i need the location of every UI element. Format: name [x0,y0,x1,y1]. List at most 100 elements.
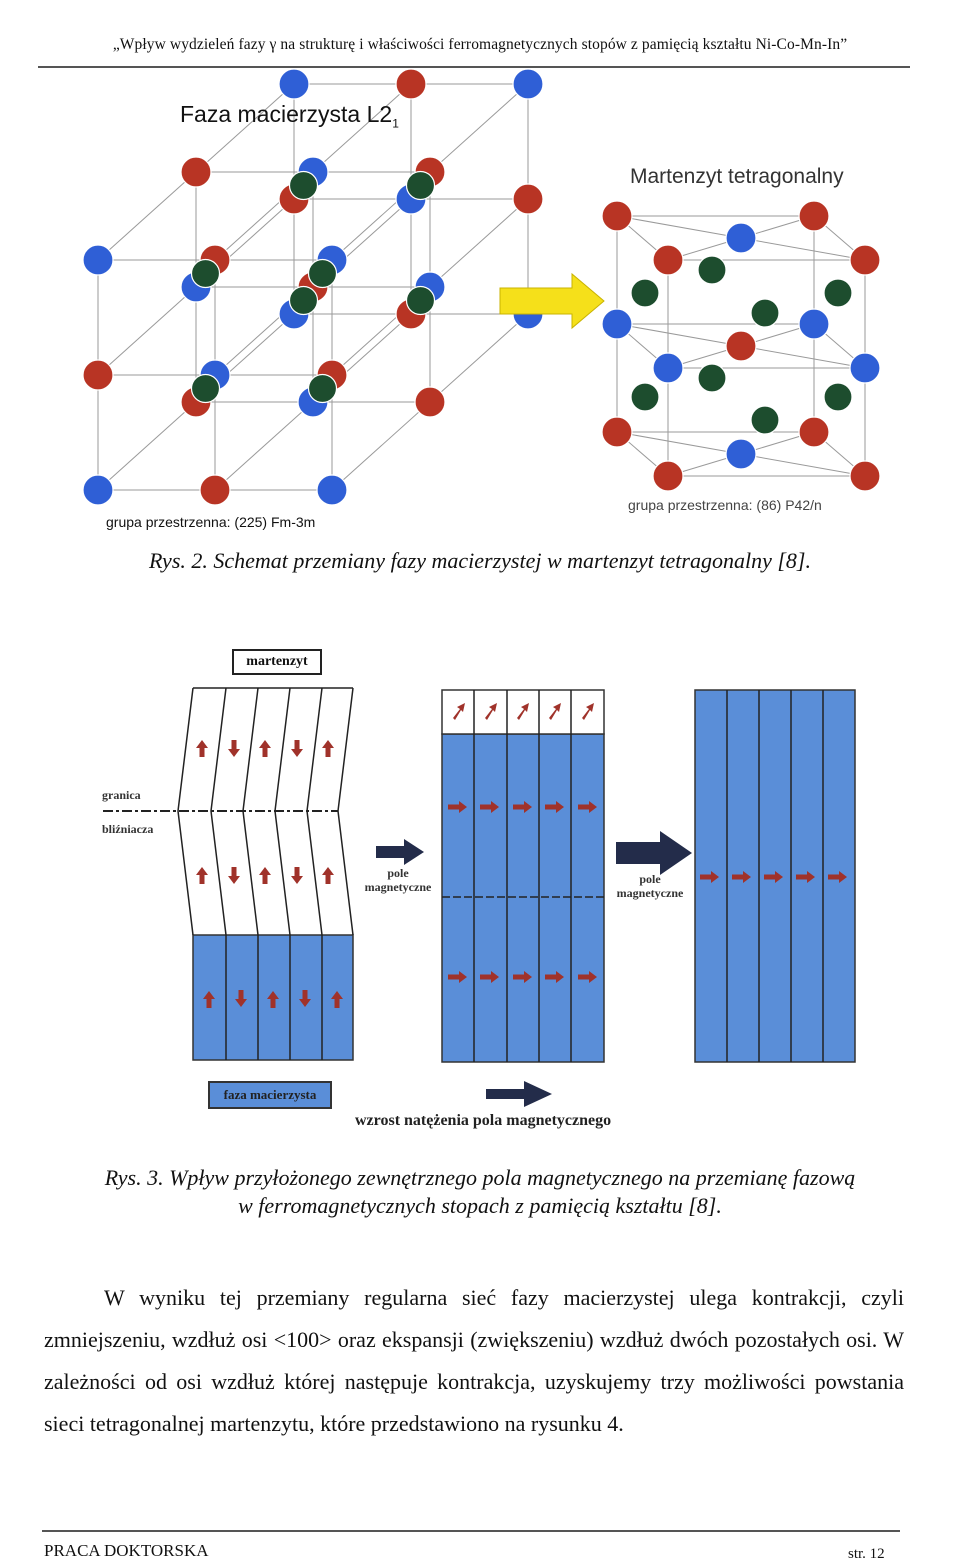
atom [82,244,114,276]
moment-arrow [513,801,532,813]
moment-arrow [549,703,561,720]
atom [199,474,231,506]
atom [725,222,757,254]
lattice-edge [740,453,866,477]
atom [82,359,114,391]
atom [823,278,853,308]
atom [82,474,114,506]
atom [307,258,338,289]
moment-arrow [196,867,208,884]
figure-3-caption-line-2: w ferromagnetycznych stopach z pamięcią … [238,1193,722,1218]
atom [823,382,853,412]
atom [750,405,780,435]
moment-arrow [764,871,783,883]
footer-rule [42,1530,900,1532]
atom [630,382,660,412]
moment-arrow [485,703,497,720]
header-rule [38,66,910,68]
atom [288,285,319,316]
atom [798,308,830,340]
moment-arrow [796,871,815,883]
moment-arrow [545,801,564,813]
moment-arrow [545,971,564,983]
atom [849,244,881,276]
panel-partial-reorientation [441,689,605,1063]
moment-arrow [228,740,240,757]
parent-space-group: grupa przestrzenna: (225) Fm-3m [106,514,316,530]
atom [405,285,436,316]
atom [395,68,427,100]
moment-arrow [700,871,719,883]
running-header: „Wpływ wydzieleń fazy γ na strukturę i w… [112,36,848,53]
panel-full-reorientation [694,689,856,1063]
atom [725,438,757,470]
atom [849,460,881,492]
moment-arrow [578,971,597,983]
atom [630,278,660,308]
atom [190,373,221,404]
figure-1-lattice-diagram [82,68,881,506]
moment-arrow [448,971,467,983]
moment-arrow [291,867,303,884]
lattice-edge [616,323,742,347]
label-twin-boundary-1: granica [102,788,141,802]
moment-arrow [196,740,208,757]
lattice-edge [616,215,742,239]
field-increase-arrow [486,1081,552,1107]
atom [307,373,338,404]
field-arrow-large [616,831,692,875]
moment-arrow [578,801,597,813]
lattice-edge [616,431,742,455]
atom [414,386,446,418]
label-parent-phase: faza macierzysta [208,1081,332,1109]
atom [798,416,830,448]
moment-arrow [228,867,240,884]
moment-arrow [299,990,311,1007]
atom [601,200,633,232]
moment-arrow [732,871,751,883]
moment-arrow [448,801,467,813]
page-number: str. 12 [848,1546,885,1562]
martensite-title: Martenzyt tetragonalny [630,165,844,188]
moment-arrow [828,871,847,883]
label-magnetic-field-1: pole magnetyczne [364,866,432,894]
moment-arrow [259,740,271,757]
moment-arrow [259,867,271,884]
atom [697,363,727,393]
moment-arrow [517,703,529,720]
atom [601,308,633,340]
atom [190,258,221,289]
atom [652,460,684,492]
lattice-edge [740,345,866,369]
figure-2-magnetic-field-diagram [103,687,856,1107]
field-arrow-small [376,839,424,865]
lattice-edge [740,237,866,261]
atom [849,352,881,384]
atom [798,200,830,232]
panel-twinned-martensite [103,687,354,1061]
atom [288,170,319,201]
atom [512,183,544,215]
atom [750,298,780,328]
moment-arrow [582,703,594,720]
moment-arrow [480,801,499,813]
atom [512,68,544,100]
footer-thesis-label: PRACA DOKTORSKA [44,1541,209,1560]
atom [725,330,757,362]
parent-phase-title: Faza macierzysta L21 [180,101,399,131]
moment-arrow [322,740,334,757]
figure-3-caption-line-1: Rys. 3. Wpływ przyłożonego zewnętrznego … [104,1165,856,1190]
label-field-increase: wzrost natężenia pola magnetycznego [355,1112,612,1129]
atom [601,416,633,448]
atom [652,244,684,276]
martensite-space-group: grupa przestrzenna: (86) P42/n [628,497,822,513]
moment-arrow [235,990,247,1007]
moment-arrow [453,703,465,720]
moment-arrow [267,991,279,1008]
moment-arrow [203,991,215,1008]
atom [316,474,348,506]
atom [180,156,212,188]
label-twin-boundary-2: bliźniacza [102,822,154,836]
atom [697,255,727,285]
label-magnetic-field-2: pole magnetyczne [616,872,684,900]
